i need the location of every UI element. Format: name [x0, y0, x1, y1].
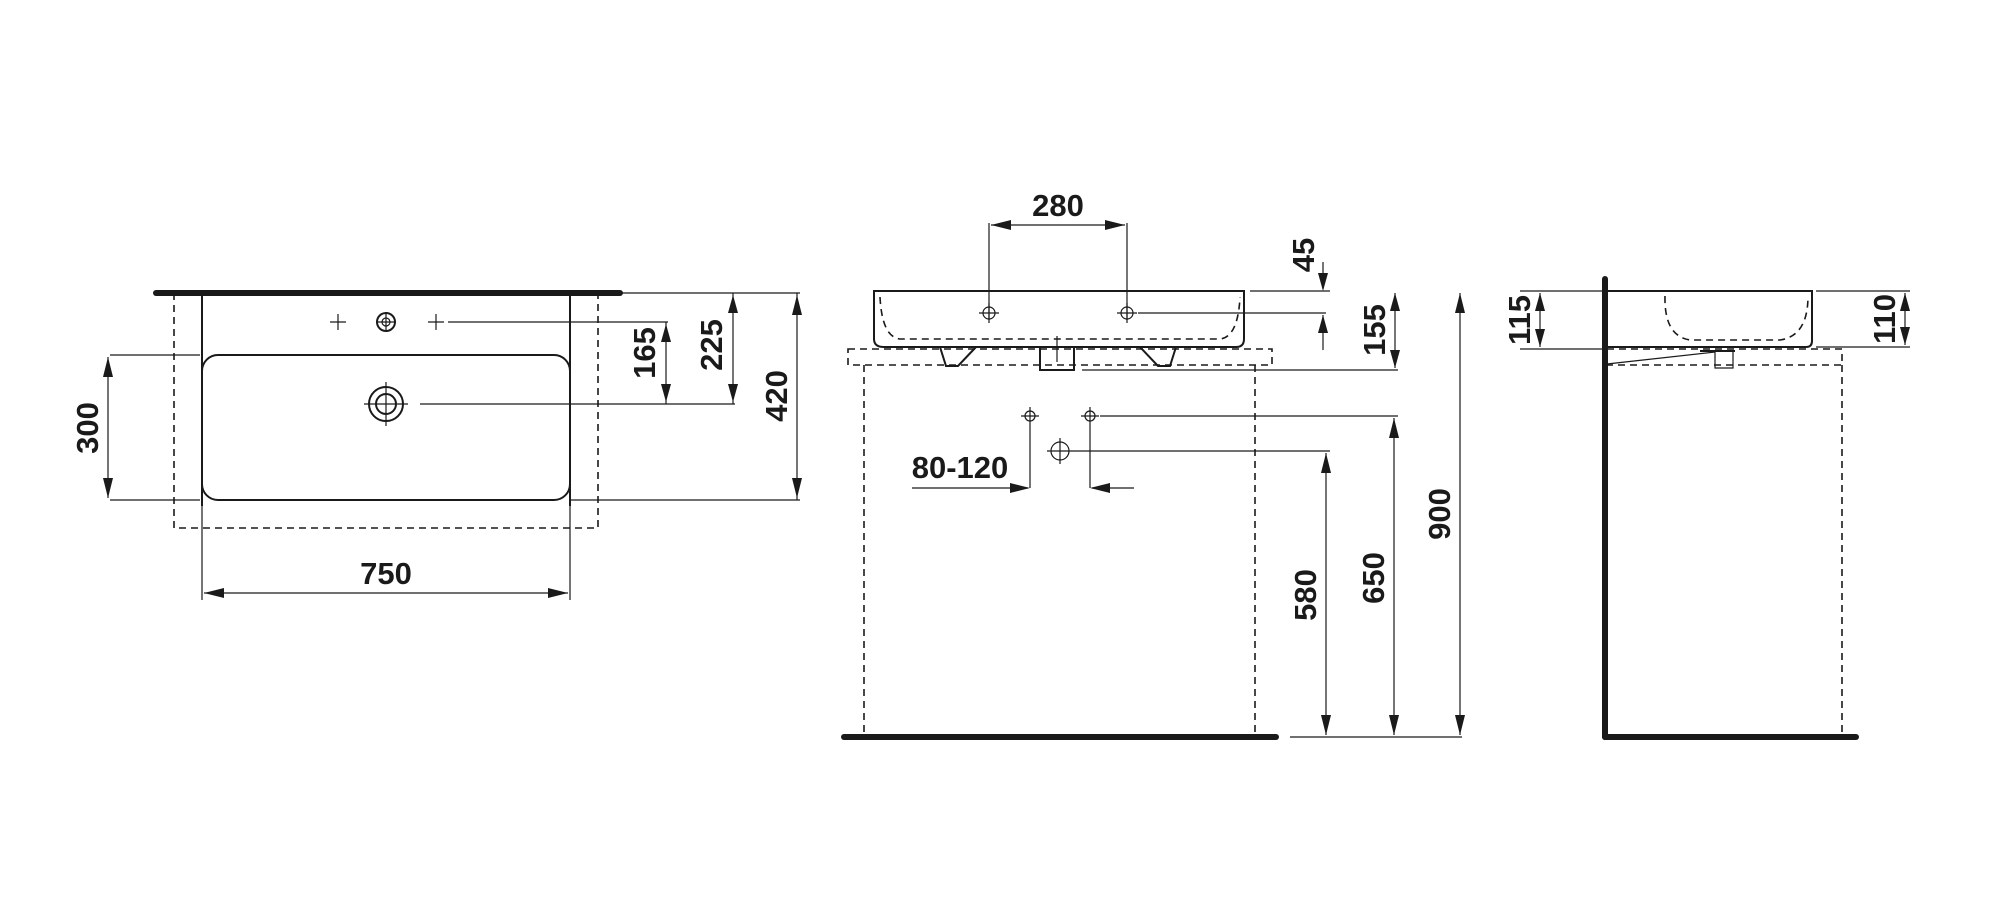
dim-label-165: 165 — [627, 327, 662, 379]
front-view: 280 45 155 80-120 — [841, 188, 1465, 740]
dim-110: 110 — [1867, 293, 1910, 345]
front-view-basin — [873, 290, 1245, 348]
top-view-bowl — [201, 354, 571, 501]
front-view-countertop — [847, 348, 1273, 366]
top-view: 750 300 165 225 420 — [70, 290, 802, 600]
dim-115: 115 — [1502, 293, 1545, 347]
dim-label-420: 420 — [759, 370, 794, 422]
dim-label-110: 110 — [1867, 294, 1902, 344]
dim-420: 420 — [759, 293, 802, 500]
dim-580: 580 — [1288, 453, 1331, 735]
dim-label-580: 580 — [1288, 569, 1323, 621]
dim-label-155: 155 — [1357, 304, 1392, 356]
drain — [364, 382, 408, 426]
front-view-foot-right — [1139, 346, 1177, 367]
dim-900: 900 — [1422, 293, 1465, 735]
dim-label-280: 280 — [1032, 188, 1084, 223]
front-view-cabinet — [863, 365, 1256, 736]
dim-label-225: 225 — [694, 319, 729, 371]
dim-165: 165 — [627, 322, 671, 404]
side-view-cabinet — [1607, 348, 1843, 736]
top-view-outer-outline — [173, 293, 599, 529]
front-view-bowl-hidden — [879, 296, 1241, 340]
dim-225: 225 — [694, 293, 738, 404]
dim-label-300: 300 — [70, 402, 105, 454]
front-view-drain — [1039, 347, 1075, 371]
side-view: 115 110 — [1502, 276, 1910, 740]
dim-280: 280 — [991, 188, 1125, 230]
dim-650: 650 — [1356, 418, 1399, 735]
side-view-drain — [1606, 351, 1734, 369]
front-view-tap-holes — [979, 303, 1137, 323]
tap-hole — [330, 312, 444, 332]
dim-45: 45 — [1286, 238, 1328, 350]
dim-label-45: 45 — [1286, 238, 1321, 272]
dim-155: 155 — [1357, 293, 1400, 368]
supply-markers — [1021, 407, 1099, 464]
side-view-bowl-hidden — [1664, 295, 1809, 341]
dim-label-650: 650 — [1356, 552, 1391, 604]
dim-750: 750 — [204, 556, 568, 598]
dim-label-900: 900 — [1422, 488, 1457, 540]
dim-label-750: 750 — [360, 556, 412, 591]
front-view-foot-left — [939, 346, 977, 367]
dim-300: 300 — [70, 357, 113, 498]
dim-label-80-120: 80-120 — [912, 450, 1009, 485]
dim-label-115: 115 — [1502, 295, 1537, 345]
dim-80-120: 80-120 — [912, 450, 1134, 493]
side-view-basin — [1607, 290, 1813, 348]
